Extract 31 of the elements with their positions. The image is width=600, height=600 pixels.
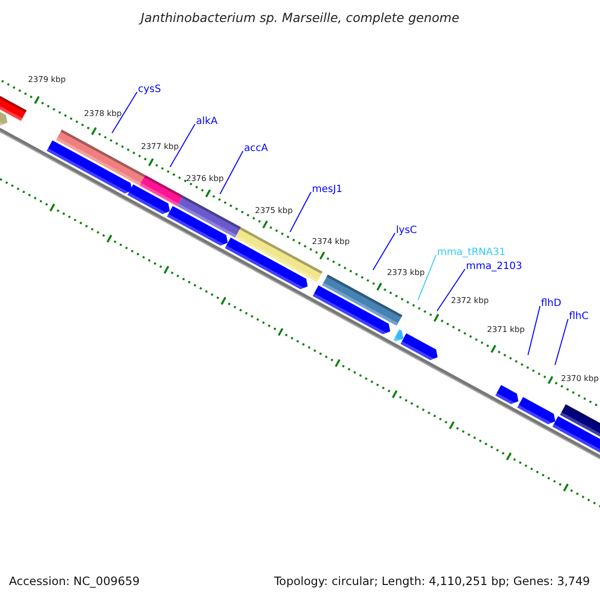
gene-label: flhC <box>569 311 589 323</box>
accession-text: Accession: NC_009659 <box>9 574 140 588</box>
scale-label: 2378 kbp <box>84 109 122 119</box>
leader-line <box>436 268 466 312</box>
scale-label: 2375 kbp <box>255 206 293 216</box>
leader-line <box>290 192 312 232</box>
gene-label: mma_tRNA31 <box>437 247 506 259</box>
scale-label: 2376 kbp <box>186 174 224 184</box>
leader-line <box>418 254 436 300</box>
leader-line <box>112 92 138 134</box>
scale-label: 2374 kbp <box>312 237 350 247</box>
gene-label: mma_2103 <box>466 261 522 273</box>
gene-label: lysC <box>396 225 417 237</box>
scale-label: 2377 kbp <box>141 142 179 152</box>
gene-label: alkA <box>196 116 218 128</box>
gene-label: flhD <box>541 298 562 310</box>
gene-label: cysS <box>138 84 161 96</box>
genome-summary: Topology: circular; Length: 4,110,251 bp; Genes: 3,749 <box>274 574 590 588</box>
scale-label: 2379 kbp <box>28 75 66 85</box>
gene-label: mesJ1 <box>312 184 342 196</box>
gene-label: accA <box>244 143 268 155</box>
leader-line <box>220 150 244 194</box>
leader-line <box>170 124 196 168</box>
scale-label: 2373 kbp <box>387 268 425 278</box>
scale-label: 2370 kbp <box>561 374 599 384</box>
scale-label: 2372 kbp <box>451 296 489 306</box>
leader-line <box>554 318 568 366</box>
leader-line <box>372 232 396 270</box>
scale-label: 2371 kbp <box>487 325 525 335</box>
title: Janthinobacterium sp. Marseille, complete genome <box>138 10 460 25</box>
leader-line <box>528 306 540 356</box>
